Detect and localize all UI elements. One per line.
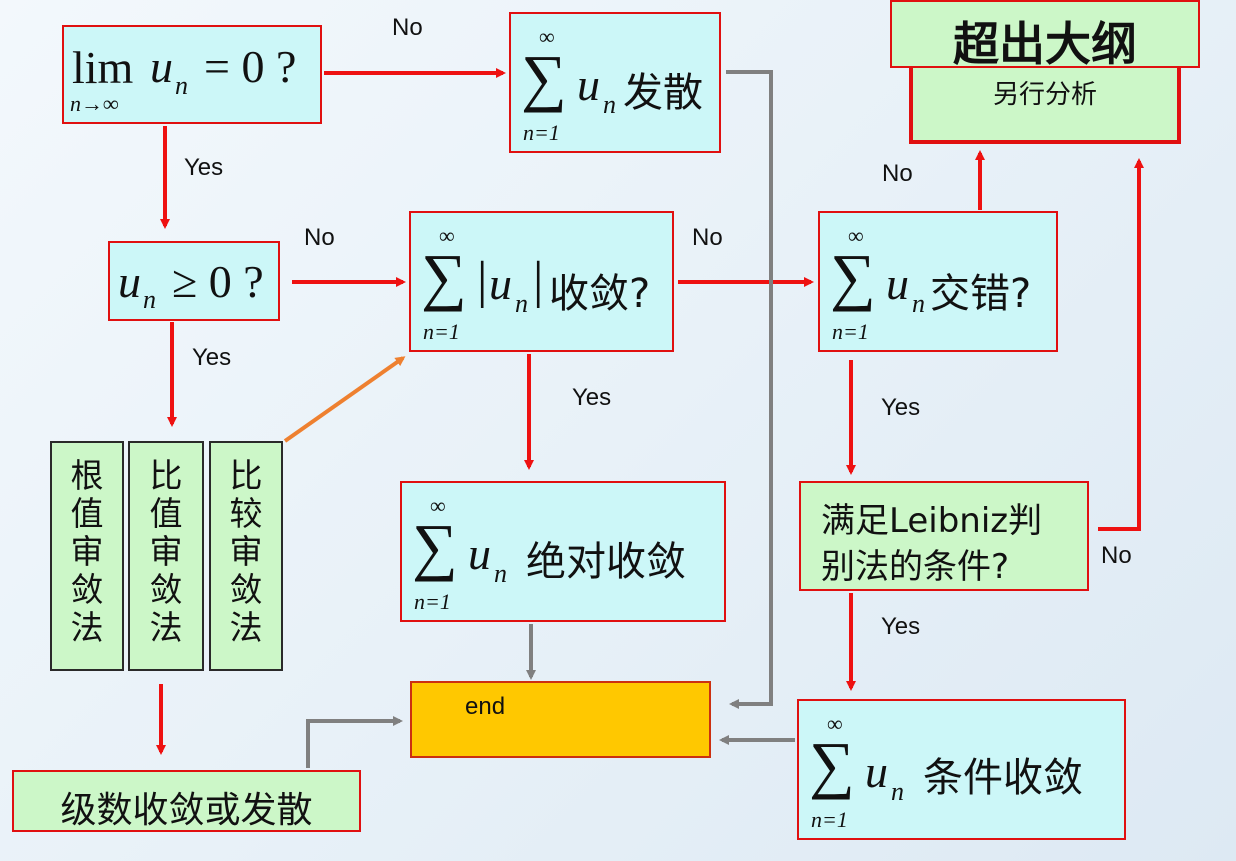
ratio-test-text: 比值审敛法	[149, 456, 183, 647]
diverge-text: 发散	[623, 70, 703, 116]
u-var: u	[118, 256, 141, 307]
comparison-test-text: 比较审敛法	[229, 456, 263, 647]
sum-symbol: ∞ ∑ n=1	[521, 24, 567, 145]
end-label: end	[465, 693, 506, 720]
sum-symbol: ∞ ∑ n=1	[421, 223, 467, 344]
abs-bar-left: |	[477, 252, 488, 309]
sum-symbol: ∞ ∑ n=1	[412, 493, 458, 614]
out-of-scope-box: 另行分析	[909, 60, 1181, 144]
diverge-box: ∞ ∑ n=1 u n 发散	[509, 12, 721, 153]
leibniz-line-1: 满足Leibniz判	[821, 501, 1043, 541]
leibniz-question-box: 满足Leibniz判 别法的条件?	[799, 481, 1089, 591]
root-test-text: 根值审敛法	[70, 456, 104, 647]
absolute-convergence-text: 绝对收敛	[526, 539, 686, 585]
arrow-leibniz-no	[1098, 158, 1144, 531]
n-subscript: n	[603, 90, 616, 119]
equals-zero-text: = 0 ?	[204, 41, 297, 92]
comparison-test-box: 比较审敛法	[209, 441, 283, 671]
geq-zero-text: ≥ 0 ?	[172, 256, 264, 307]
ratio-test-box: 比值审敛法	[128, 441, 204, 671]
lim-subscript: n→∞	[70, 91, 119, 116]
absolute-convergence-box: ∞ ∑ n=1 u n 绝对收敛	[400, 481, 726, 622]
lim-text: lim	[72, 42, 134, 93]
n-subscript: n	[912, 289, 925, 318]
nonnegative-question-box: u n ≥ 0 ?	[108, 241, 280, 321]
label-yes-1: Yes	[184, 154, 224, 181]
sum-symbol: ∞ ∑ n=1	[830, 223, 876, 344]
series-result-box: 级数收敛或发散	[12, 770, 361, 832]
end-box: end	[410, 681, 711, 758]
analyze-separately-text: 另行分析	[992, 80, 1097, 110]
arrow-diverge-end	[726, 70, 773, 709]
arrow-series-end	[306, 716, 403, 768]
conditional-convergence-text: 条件收敛	[923, 755, 1083, 801]
u-var: u	[886, 258, 909, 309]
u-var: u	[865, 746, 888, 797]
label-no-1: No	[392, 14, 423, 41]
label-no-4: No	[882, 160, 913, 187]
n-subscript: n	[515, 289, 528, 318]
root-test-box: 根值审敛法	[50, 441, 124, 671]
series-result-text: 级数收敛或发散	[60, 790, 313, 831]
u-var: u	[468, 528, 491, 579]
out-of-scope-title: 超出大纲	[953, 17, 1137, 71]
n-subscript: n	[891, 777, 904, 806]
u-var: u	[577, 59, 600, 110]
out-of-scope-title-box: 超出大纲	[890, 0, 1200, 71]
alternating-text: 交错?	[930, 271, 1032, 317]
label-no-5: No	[1101, 542, 1132, 569]
label-no-3: No	[692, 224, 723, 251]
abs-bar-right: |	[533, 252, 544, 309]
label-yes-2: Yes	[192, 344, 232, 371]
label-yes-3: Yes	[572, 384, 612, 411]
n-subscript: n	[494, 559, 507, 588]
n-subscript: n	[175, 71, 188, 100]
u-var: u	[150, 41, 173, 92]
absolute-question-box: ∞ ∑ n=1 | u n | 收敛?	[409, 211, 674, 352]
converge-question-text: 收敛?	[549, 271, 651, 317]
sum-symbol: ∞ ∑ n=1	[809, 711, 855, 832]
leibniz-line-2: 别法的条件?	[821, 547, 1010, 587]
arrow-tests-abs	[283, 356, 406, 443]
label-no-2: No	[304, 224, 335, 251]
label-yes-4: Yes	[881, 394, 921, 421]
label-yes-5: Yes	[881, 613, 921, 640]
conditional-convergence-box: ∞ ∑ n=1 u n 条件收敛	[797, 699, 1126, 840]
n-subscript: n	[143, 285, 156, 314]
limit-question-box: lim n→∞ u n = 0 ?	[62, 25, 322, 124]
alternating-question-box: ∞ ∑ n=1 u n 交错?	[818, 211, 1058, 352]
u-var: u	[489, 258, 512, 309]
